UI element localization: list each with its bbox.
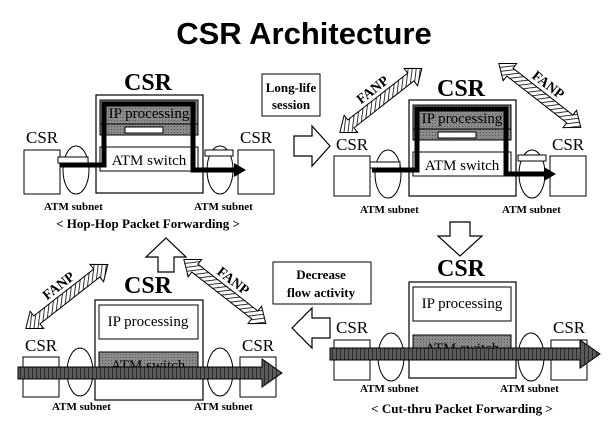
atm-switch-label: ATM switch xyxy=(425,158,500,174)
atm-switch-label: ATM switch xyxy=(112,153,187,169)
packet-right xyxy=(204,149,234,157)
panel-fanp-setup: CSR IP processing ATM switch CSR ATM sub… xyxy=(333,62,587,216)
long-life-line2: session xyxy=(272,97,311,112)
right-csr-label: CSR xyxy=(552,135,585,154)
left-csr-box xyxy=(23,149,61,195)
right-csr-label: CSR xyxy=(240,128,273,147)
ip-processing-label: IP processing xyxy=(109,106,190,122)
left-atm-subnet xyxy=(62,145,90,195)
csr-heading: CSR xyxy=(437,256,486,282)
hop-hop-caption: < Hop-Hop Packet Forwarding > xyxy=(56,216,240,231)
left-atm-subnet xyxy=(374,149,402,199)
right-subnet-label: ATM subnet xyxy=(502,204,561,216)
down-arrow-icon xyxy=(436,221,484,257)
up-arrow-icon xyxy=(144,237,188,273)
decrease-line1: Decrease xyxy=(296,267,346,282)
left-subnet-label: ATM subnet xyxy=(360,383,419,395)
cut-thru-stream-arrow xyxy=(17,358,283,388)
atm-switch-block xyxy=(99,146,199,172)
slide-title: CSR Architecture xyxy=(176,16,432,51)
left-subnet-label: ATM subnet xyxy=(360,204,419,216)
atm-switch-block xyxy=(412,151,512,177)
transition-decrease: Decrease flow activity xyxy=(272,261,372,350)
packet-left xyxy=(369,161,401,169)
fanp-right-arrow-icon: FANP xyxy=(498,62,582,129)
decrease-box xyxy=(272,261,372,305)
right-subnet-label: ATM subnet xyxy=(194,401,253,413)
csr-heading: CSR xyxy=(124,70,173,96)
panel-cut-thru: CSR IP processing ATM switch CSR ATM sub… xyxy=(329,256,601,416)
hop-hop-path xyxy=(60,101,236,173)
cut-thru-stream-arrow xyxy=(329,339,601,369)
long-life-box xyxy=(261,73,321,117)
packet-left xyxy=(57,156,89,164)
cut-thru-caption: < Cut-thru Packet Forwarding > xyxy=(371,401,553,416)
ip-processing-block xyxy=(412,286,512,322)
right-csr-box xyxy=(549,155,587,197)
right-csr-box xyxy=(237,149,275,195)
packet-right xyxy=(517,154,547,162)
left-csr-box xyxy=(333,155,371,197)
ip-processing-block xyxy=(98,304,199,340)
ip-processing-label: IP processing xyxy=(422,111,503,127)
ip-processing-label: IP processing xyxy=(108,314,189,330)
right-csr-label: CSR xyxy=(553,318,586,337)
hop-hop-path xyxy=(372,106,546,177)
path-arrowhead xyxy=(544,167,556,181)
csr-heading: CSR xyxy=(124,273,173,299)
left-csr-label: CSR xyxy=(25,336,58,355)
right-subnet-label: ATM subnet xyxy=(500,383,559,395)
left-subnet-label: ATM subnet xyxy=(44,201,103,213)
left-arrow-icon xyxy=(291,306,331,350)
long-life-line1: Long-life xyxy=(266,80,317,95)
right-csr-label: CSR xyxy=(242,336,275,355)
left-subnet-label: ATM subnet xyxy=(52,401,111,413)
panel-hop-hop: CSR IP processing ATM switch CSR ATM sub… xyxy=(23,70,275,231)
transition-long-life: Long-life session xyxy=(261,73,331,168)
path-arrowhead xyxy=(234,163,246,177)
ip-processing-label: IP processing xyxy=(422,296,503,312)
packet-icon xyxy=(437,131,477,139)
packet-icon xyxy=(124,126,164,134)
csr-heading: CSR xyxy=(437,76,486,102)
right-arrow-icon xyxy=(293,124,331,168)
left-csr-label: CSR xyxy=(336,318,369,337)
right-subnet-label: ATM subnet xyxy=(194,201,253,213)
left-csr-label: CSR xyxy=(26,128,59,147)
panel-fanp-release: CSR IP processing ATM switch CSR ATM sub… xyxy=(17,258,283,413)
left-csr-label: CSR xyxy=(336,135,369,154)
decrease-line2: flow activity xyxy=(287,285,356,300)
